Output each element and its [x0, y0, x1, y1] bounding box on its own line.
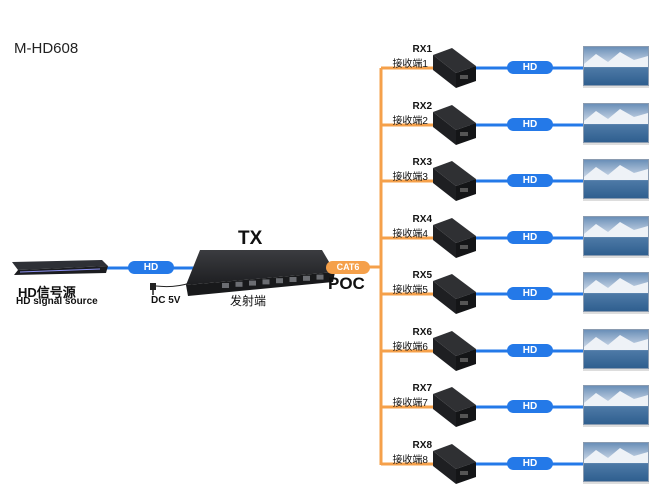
receiver-id: RX7 — [412, 383, 432, 394]
tv-display-icon — [583, 216, 649, 258]
tv-display-icon — [583, 329, 649, 371]
tx-rj45-port — [276, 278, 283, 284]
tx-rj45-port — [235, 281, 243, 287]
source-title-cn: HD信号源 — [18, 285, 76, 300]
receiver-hd-badge: HD — [507, 174, 553, 187]
receiver-id: RX1 — [412, 44, 432, 55]
receiver-device — [433, 105, 476, 145]
receiver-id: RX4 — [412, 214, 432, 225]
receiver-label: 接收端8 — [392, 455, 428, 466]
tv-display-icon — [583, 442, 649, 484]
receiver-label: 接收端3 — [392, 172, 428, 183]
receiver-row — [381, 442, 649, 484]
transmitter-device — [186, 250, 335, 296]
receiver-device — [433, 161, 476, 201]
receiver-hd-badge: HD — [507, 344, 553, 357]
receiver-label: 接收端7 — [392, 398, 428, 409]
receiver-id: RX2 — [412, 101, 432, 112]
receiver-hd-badge: HD — [507, 287, 553, 300]
receiver-hd-badge: HD — [507, 231, 553, 244]
source-hd-badge: HD — [128, 261, 174, 274]
model-name: M-HD608 — [14, 40, 79, 57]
receiver-id: RX3 — [412, 157, 432, 168]
transmitter-subtitle: 发射端 — [230, 294, 267, 308]
tv-display-icon — [583, 385, 649, 427]
receiver-id: RX6 — [412, 327, 432, 338]
receiver-label: 接收端4 — [392, 229, 428, 240]
tx-rj45-port — [249, 280, 256, 286]
receiver-id: RX8 — [412, 440, 432, 451]
tx-rj45-port — [316, 274, 324, 280]
receiver-row — [381, 103, 649, 145]
receiver-row — [381, 159, 649, 201]
receiver-row — [381, 46, 649, 88]
receiver-device — [433, 331, 476, 371]
poc-label: POC — [328, 274, 365, 293]
transmitter-title: TX — [238, 228, 263, 249]
dvd-player-icon — [12, 260, 108, 275]
tx-rj45-port — [222, 283, 229, 288]
receiver-hd-badge: HD — [507, 118, 553, 131]
tv-display-icon — [583, 103, 649, 145]
power-label: DC 5V — [151, 295, 181, 306]
receiver-device — [433, 274, 476, 314]
receiver-label: 接收端1 — [392, 59, 428, 70]
receiver-device — [433, 387, 476, 427]
receiver-hd-badge: HD — [507, 61, 553, 74]
tx-rj45-port — [303, 275, 310, 281]
cat6-badge: CAT6 — [326, 261, 370, 274]
tv-display-icon — [583, 272, 649, 314]
receiver-label: 接收端2 — [392, 116, 428, 127]
receiver-row — [381, 216, 649, 258]
receiver-id: RX5 — [412, 270, 432, 281]
receiver-row — [381, 329, 649, 371]
power-adapter-icon — [150, 282, 191, 295]
receiver-device — [433, 218, 476, 258]
receiver-hd-badge: HD — [507, 400, 553, 413]
receiver-label: 接收端6 — [392, 342, 428, 353]
tx-rj45-port — [262, 279, 270, 285]
receiver-device — [433, 48, 476, 88]
receiver-hd-badge: HD — [507, 457, 553, 470]
receiver-device — [433, 444, 476, 484]
receiver-label: 接收端5 — [392, 285, 428, 296]
receiver-row — [381, 385, 649, 427]
source-title-en: HD signal source — [16, 296, 98, 307]
tv-display-icon — [583, 159, 649, 201]
tx-rj45-port — [289, 277, 297, 282]
receiver-row — [381, 272, 649, 314]
tv-display-icon — [583, 46, 649, 88]
